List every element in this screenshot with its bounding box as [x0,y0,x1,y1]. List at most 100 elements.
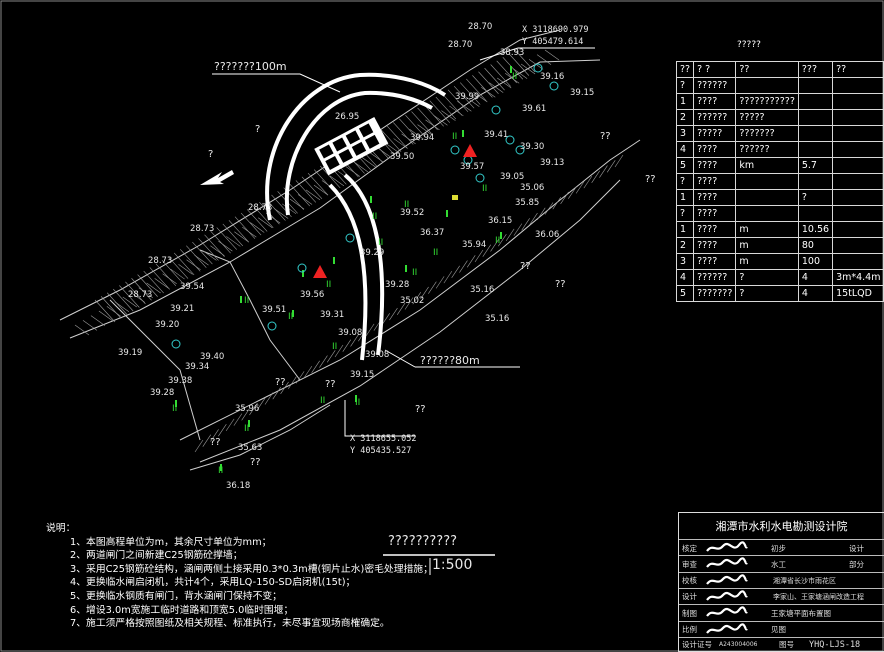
table-cell [735,173,799,190]
quantity-table: ??? ???????????????1???????????????2????… [675,61,884,302]
hatch-line [273,208,289,219]
signature-image [705,573,749,589]
hatch-line [459,260,468,273]
scale-value: 1:500 [432,557,473,573]
hatch-line [505,228,515,242]
elevation-label: 35.63 [238,443,263,453]
hatch-line [305,189,321,201]
signature-image [705,556,749,572]
drawing-no-label: 图号 [779,640,794,649]
hatch-line [441,93,463,116]
benchmark-marker-right [463,144,477,157]
table-cell: 100 [797,253,834,270]
elevation-label: 39.15 [350,370,375,380]
elevation-label: 39.61 [522,104,547,114]
table-cell [797,205,834,222]
cyan-mark-icon [533,63,543,73]
hatch-line [240,212,262,236]
title-block-label: 校核 [682,576,697,586]
hatch-line [423,104,444,127]
table-cell [832,237,884,254]
title-block-label: 设计 [682,592,697,602]
hatch-line [353,161,368,173]
table-cell: 4 [675,141,695,158]
cyan-mark-icon [515,145,525,155]
table-row: 1??????????????? [675,93,884,110]
hatch-line [98,310,114,322]
hatch-line [473,91,488,103]
elevation-label: 28.70 [448,40,473,50]
hatch-line [606,160,616,173]
table-row: ????? [675,173,884,190]
table-cell: ???? [693,173,737,190]
table-row: 3???????????? [675,125,884,142]
table-cell: ?????? [693,269,737,286]
ii-mark: II [355,398,361,408]
hatch-line [256,397,266,410]
hatch-line [544,202,554,215]
hatch-line [202,250,217,261]
signature-image [705,589,749,605]
hatch-line [425,119,440,131]
note-item: 5、更换临水钢质有闸门，背水涵闸门保持不变； [70,590,282,602]
hatch-line [401,133,416,145]
table-cell: 5 [675,285,695,302]
hatch-line [396,302,406,315]
elevation-label: 39.56 [300,290,325,300]
table-cell [797,77,834,94]
hatch-line [451,265,460,278]
elevation-label: 39.20 [155,320,180,330]
hatch-line [365,323,375,337]
hatch-line [106,306,122,317]
hatch-line [583,175,593,189]
hatch-line [311,360,320,373]
table-cell: ??????? [693,285,737,302]
hatch-line [409,128,424,140]
unknown-label: ?? [250,457,261,468]
hatch-line [146,282,161,294]
table-cell: ???? [693,189,737,206]
elevation-label: 35.06 [520,183,545,193]
notes-heading: 说明： [46,523,76,534]
elevation-label: 39.08 [338,328,363,338]
hatch-line [441,110,456,121]
hatch-line [599,165,608,178]
table-cell: 3 [675,125,695,142]
hatch-line [288,376,297,389]
table-cell: 4 [797,285,834,302]
unknown-label: ?? [275,377,286,388]
table-cell [797,125,834,142]
elevation-label: 39.29 [360,248,385,258]
elevation-label: 36.37 [420,228,445,238]
hatch-line [137,274,158,297]
table-cell: 1 [675,221,695,238]
unknown-label: ?? [645,174,656,185]
callout-leaders [212,47,595,437]
table-cell: ???? [693,253,737,270]
table-cell [832,253,884,270]
table-cell: 2 [675,109,695,126]
table-cell: ????? [693,125,737,142]
table-cell [832,205,884,222]
scale-title: ?????????? [388,534,457,549]
cofferdam [328,173,385,361]
elevation-label: 36.06 [535,230,560,240]
hatch-line [380,129,402,152]
green-mark [500,232,502,239]
cyan-survey-marks [171,63,559,349]
table-cell: 2 [675,237,695,254]
title-block-row: 制图王家塘平面布置图 [679,604,884,621]
unknown-label: ? [208,149,214,160]
table-cell: ? [797,189,834,206]
table-cell: 80 [797,237,834,254]
hatch-line [361,156,376,168]
table-row: 1????? [675,189,884,206]
green-mark [302,270,304,277]
hatch-line [178,264,193,275]
hatch-line [301,176,323,200]
cyan-mark-icon [345,233,355,243]
cyan-mark-icon [171,339,181,349]
cyan-mark-icon [475,173,485,183]
hatch-line [417,107,438,131]
